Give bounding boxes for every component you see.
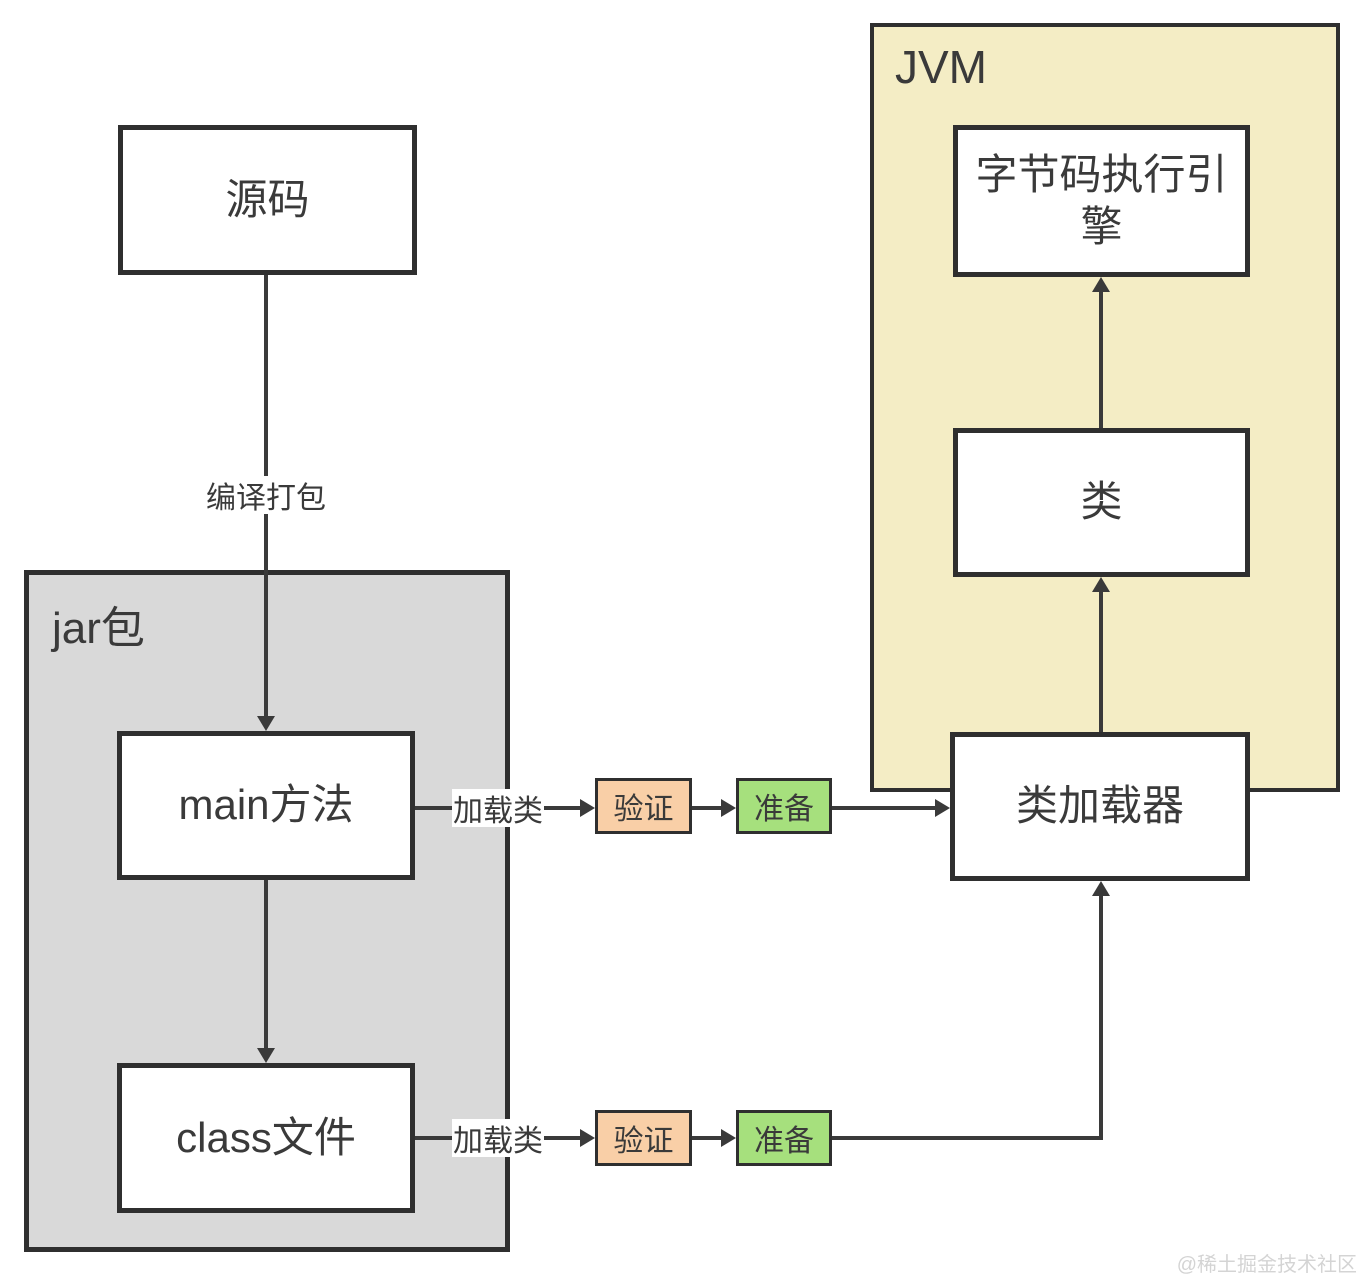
edge-label-load-class-top: 加载类 xyxy=(452,789,544,828)
edge-class-to-engine-line xyxy=(1099,289,1103,428)
edge-elbow-horizontal-line xyxy=(832,1136,1103,1140)
arrow-head-up xyxy=(1092,277,1110,292)
step-prepare-top-label: 准备 xyxy=(754,793,814,826)
arrow-head-right xyxy=(580,799,595,817)
edge-verify-to-prepare-top-line xyxy=(692,806,722,810)
node-class-label: 类 xyxy=(1080,478,1123,526)
node-class-loader: 类加载器 xyxy=(950,732,1250,881)
step-verify-bottom: 验证 xyxy=(595,1110,692,1166)
node-class-file: class文件 xyxy=(117,1063,415,1213)
edge-label-compile-package: 编译打包 xyxy=(202,476,330,515)
node-class: 类 xyxy=(953,428,1250,577)
edge-main-to-classfile-line xyxy=(264,880,268,1048)
edge-elbow-vertical-line xyxy=(1099,893,1103,1140)
node-class-file-label: class文件 xyxy=(176,1113,356,1161)
step-verify-top: 验证 xyxy=(595,778,692,834)
edge-loader-to-class-line xyxy=(1099,589,1103,732)
edge-verify-to-prepare-bottom-line xyxy=(692,1136,722,1140)
edge-label-load-class-bottom: 加载类 xyxy=(452,1119,544,1158)
watermark-text: @稀土掘金技术社区 xyxy=(1176,1254,1357,1276)
step-prepare-bottom: 准备 xyxy=(736,1110,832,1166)
step-verify-top-label: 验证 xyxy=(613,793,674,826)
node-source-code: 源码 xyxy=(118,125,417,275)
node-bytecode-engine: 字节码执行引擎 xyxy=(953,125,1250,277)
jar-package-label: jar包 xyxy=(52,604,145,653)
arrow-head-down xyxy=(257,1048,275,1063)
arrow-head-up xyxy=(1092,881,1110,896)
edge-prepare-to-loader-line xyxy=(832,806,937,810)
step-prepare-top: 准备 xyxy=(736,778,832,834)
node-main-method-label: main方法 xyxy=(178,781,354,829)
arrow-head-right xyxy=(721,799,736,817)
node-bytecode-engine-label: 字节码执行引擎 xyxy=(975,150,1228,251)
step-prepare-bottom-label: 准备 xyxy=(754,1125,814,1158)
step-verify-bottom-label: 验证 xyxy=(613,1125,674,1158)
jvm-label: JVM xyxy=(895,41,987,93)
arrow-head-right xyxy=(580,1129,595,1147)
arrow-head-down xyxy=(257,716,275,731)
node-source-code-label: 源码 xyxy=(225,175,310,223)
node-class-loader-label: 类加载器 xyxy=(1015,782,1184,830)
arrow-head-right xyxy=(935,799,950,817)
arrow-head-up xyxy=(1092,577,1110,592)
node-main-method: main方法 xyxy=(117,731,415,880)
arrow-head-right xyxy=(721,1129,736,1147)
